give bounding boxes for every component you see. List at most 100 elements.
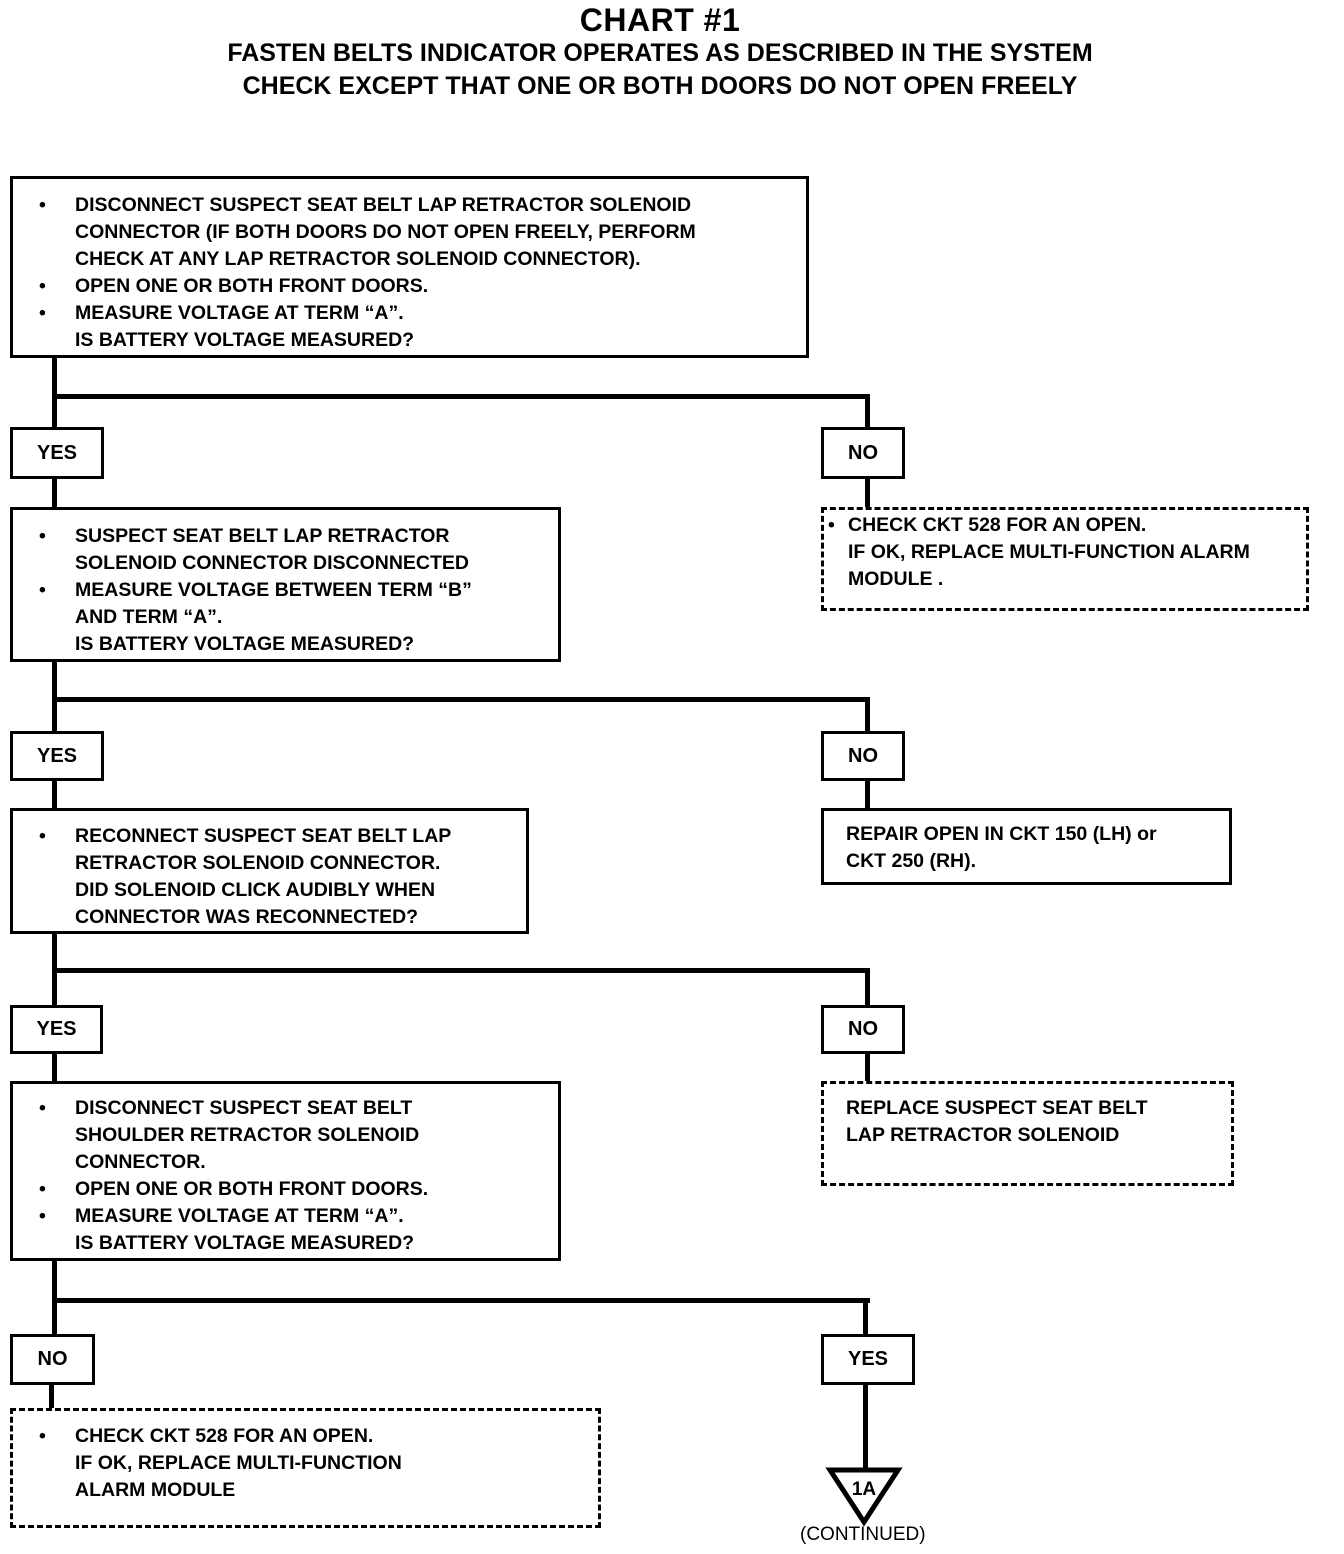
- bullet-icon: •: [39, 275, 46, 297]
- text-line: IS BATTERY VOLTAGE MEASURED?: [35, 327, 792, 354]
- flow-line: [52, 1259, 57, 1335]
- text-line: IF OK, REPLACE MULTI-FUNCTION ALARM: [826, 539, 1298, 566]
- flow-line: [865, 778, 870, 810]
- text-line: REPAIR OPEN IN CKT 150 (LH) or: [824, 821, 1221, 848]
- subtitle-line-2: CHECK EXCEPT THAT ONE OR BOTH DOORS DO N…: [242, 72, 1078, 100]
- text-line: IS BATTERY VOLTAGE MEASURED?: [35, 1230, 544, 1257]
- bullet-icon: •: [39, 1205, 46, 1227]
- text-line: CONNECTOR (IF BOTH DOORS DO NOT OPEN FRE…: [35, 219, 792, 246]
- text-line: CHECK AT ANY LAP RETRACTOR SOLENOID CONN…: [35, 246, 792, 273]
- text-line: • MEASURE VOLTAGE AT TERM “A”.: [35, 300, 792, 327]
- text-line: • OPEN ONE OR BOTH FRONT DOORS.: [35, 1176, 544, 1203]
- flow-line: [865, 968, 870, 1006]
- text-line: LAP RETRACTOR SOLENOID: [824, 1122, 1223, 1149]
- text-line: • DISCONNECT SUSPECT SEAT BELT LAP RETRAC…: [35, 192, 792, 219]
- text-line: • CHECK CKT 528 FOR AN OPEN.: [826, 512, 1298, 539]
- flow-line: [865, 697, 870, 732]
- line-text: IS BATTERY VOLTAGE MEASURED?: [75, 329, 415, 351]
- line-text: DID SOLENOID CLICK AUDIBLY WHEN: [75, 879, 436, 901]
- line-text: IF OK, REPLACE MULTI-FUNCTION: [75, 1452, 402, 1474]
- line-text: SHOULDER RETRACTOR SOLENOID: [75, 1124, 420, 1146]
- line-text: IF OK, REPLACE MULTI-FUNCTION ALARM: [848, 541, 1250, 563]
- bullet-icon: •: [39, 194, 46, 216]
- line-text: OPEN ONE OR BOTH FRONT DOORS.: [75, 1178, 429, 1200]
- text-line: • CHECK CKT 528 FOR AN OPEN.: [35, 1423, 584, 1450]
- flow-line: [52, 968, 870, 973]
- line-text: AND TERM “A”.: [75, 606, 223, 628]
- line-text: CHECK AT ANY LAP RETRACTOR SOLENOID CONN…: [75, 248, 641, 270]
- line-text: MODULE .: [848, 568, 944, 590]
- chart-subtitle: FASTEN BELTS INDICATOR OPERATES AS DESCR…: [0, 37, 1320, 103]
- line-text: MEASURE VOLTAGE BETWEEN TERM “B”: [75, 579, 472, 601]
- yes-label: YES: [10, 1005, 103, 1054]
- no-label: NO: [821, 731, 905, 781]
- line-text: MEASURE VOLTAGE AT TERM “A”.: [75, 1205, 404, 1227]
- text-line: DID SOLENOID CLICK AUDIBLY WHEN: [35, 877, 512, 904]
- text-line: •RECONNECT SUSPECT SEAT BELT LAP: [35, 823, 512, 850]
- bullet-icon: •: [39, 1178, 46, 1200]
- flow-line: [52, 356, 57, 428]
- text-line: REPLACE SUSPECT SEAT BELT: [824, 1095, 1223, 1122]
- result-2-text: REPAIR OPEN IN CKT 150 (LH) or CKT 250 (R…: [824, 811, 1229, 879]
- text-line: IF OK, REPLACE MULTI-FUNCTION: [35, 1450, 584, 1477]
- flow-line: [52, 697, 870, 702]
- bullet-icon: •: [39, 302, 46, 324]
- no-label: NO: [821, 1005, 905, 1054]
- line-text: DISCONNECT SUSPECT SEAT BELT: [75, 1097, 413, 1119]
- step-4-box: • DISCONNECT SUSPECT SEAT BELT SHOULDER RE…: [10, 1081, 561, 1261]
- line-text: CHECK CKT 528 FOR AN OPEN.: [75, 1425, 374, 1447]
- step-1-text: • DISCONNECT SUSPECT SEAT BELT LAP RETRAC…: [13, 179, 806, 362]
- text-line: • MEASURE VOLTAGE AT TERM “A”.: [35, 1203, 544, 1230]
- bullet-icon: •: [39, 1097, 46, 1119]
- flow-line: [49, 1383, 54, 1409]
- bullet-icon: •: [39, 525, 46, 547]
- result-2-box: REPAIR OPEN IN CKT 150 (LH) or CKT 250 (R…: [821, 808, 1232, 885]
- line-text: MEASURE VOLTAGE AT TERM “A”.: [75, 302, 404, 324]
- text-line: CONNECTOR.: [35, 1149, 544, 1176]
- flow-line: [865, 394, 870, 428]
- line-text: CONNECTOR.: [75, 1151, 206, 1173]
- text-line: •MEASURE VOLTAGE BETWEEN TERM “B”: [35, 577, 544, 604]
- no-label: NO: [821, 427, 905, 479]
- flow-line: [52, 1298, 870, 1303]
- bullet-icon: •: [828, 514, 835, 536]
- continued-caption: (CONTINUED): [800, 1524, 926, 1545]
- line-text: LAP RETRACTOR SOLENOID: [846, 1124, 1120, 1146]
- line-text: IS BATTERY VOLTAGE MEASURED?: [75, 633, 415, 655]
- text-line: ALARM MODULE: [35, 1477, 584, 1504]
- flow-line: [863, 1298, 868, 1335]
- subtitle-line-1: FASTEN BELTS INDICATOR OPERATES AS DESCR…: [227, 39, 1093, 67]
- line-text: IS BATTERY VOLTAGE MEASURED?: [75, 1232, 415, 1254]
- line-text: CHECK CKT 528 FOR AN OPEN.: [848, 514, 1147, 536]
- text-line: RETRACTOR SOLENOID CONNECTOR.: [35, 850, 512, 877]
- line-text: SUSPECT SEAT BELT LAP RETRACTOR: [75, 525, 450, 547]
- line-text: DISCONNECT SUSPECT SEAT BELT LAP RETRACT…: [75, 194, 692, 216]
- line-text: RETRACTOR SOLENOID CONNECTOR.: [75, 852, 441, 874]
- flow-line: [52, 660, 57, 732]
- line-text: OPEN ONE OR BOTH FRONT DOORS.: [75, 275, 429, 297]
- flow-line: [52, 478, 57, 508]
- text-line: MODULE .: [826, 566, 1298, 593]
- line-text: REPAIR OPEN IN CKT 150 (LH) or: [846, 823, 1157, 845]
- step-4-text: • DISCONNECT SUSPECT SEAT BELT SHOULDER RE…: [13, 1084, 558, 1265]
- flow-line: [52, 394, 870, 399]
- text-line: • DISCONNECT SUSPECT SEAT BELT: [35, 1095, 544, 1122]
- connector-label: 1A: [852, 1479, 877, 1500]
- flow-line: [865, 477, 870, 508]
- flow-line: [865, 1052, 870, 1082]
- bullet-icon: •: [39, 825, 46, 847]
- result-4-box: • CHECK CKT 528 FOR AN OPEN. IF OK, REPLAC…: [10, 1408, 601, 1528]
- yes-label: YES: [821, 1334, 915, 1385]
- text-line: AND TERM “A”.: [35, 604, 544, 631]
- line-text: ALARM MODULE: [75, 1479, 236, 1501]
- step-1-box: • DISCONNECT SUSPECT SEAT BELT LAP RETRAC…: [10, 176, 809, 358]
- result-4-text: • CHECK CKT 528 FOR AN OPEN. IF OK, REPLAC…: [13, 1411, 598, 1512]
- text-line: CKT 250 (RH).: [824, 848, 1221, 875]
- result-1-box: • CHECK CKT 528 FOR AN OPEN. IF OK, REPLAC…: [821, 507, 1309, 611]
- bullet-icon: •: [39, 1425, 46, 1447]
